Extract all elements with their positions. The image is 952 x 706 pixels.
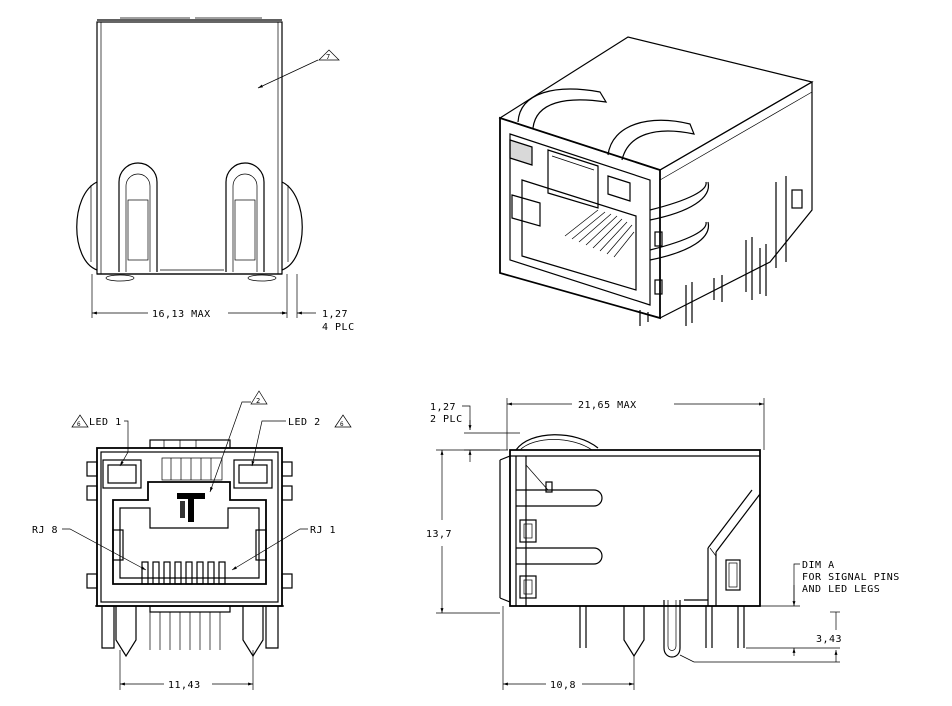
side-height-dim: 13,7: [426, 529, 452, 540]
note2-marker: 2: [256, 397, 261, 405]
top-width-dim: 16,13 MAX: [152, 309, 211, 320]
top-pin-qty: 4 PLC: [322, 322, 355, 333]
side-view: 1,27 2 PLC 21,65 MAX 13,7 DIM A FOR SIGN…: [426, 398, 900, 691]
dim-a-line3: AND LED LEGS: [802, 584, 880, 595]
dim-a-line2: FOR SIGNAL PINS: [802, 572, 900, 583]
side-top-qty: 2 PLC: [430, 414, 463, 425]
front-pin-span-dim: 11,43: [168, 680, 201, 691]
side-pin-len-dim: 3,43: [816, 634, 842, 645]
top-pin-dim: 1,27: [322, 309, 348, 320]
front-view: 6 LED 1 LED 2 6 2 RJ 8 RJ 1 11,43: [32, 390, 352, 691]
led2-label: LED 2: [288, 417, 321, 428]
led2-marker: 6: [340, 421, 344, 428]
side-top-dim: 1,27: [430, 402, 456, 413]
side-length-dim: 21,65 MAX: [578, 400, 637, 411]
led1-label: LED 1: [89, 417, 122, 428]
rj1-label: RJ 1: [310, 525, 336, 536]
rj8-label: RJ 8: [32, 525, 58, 536]
dim-a-line1: DIM A: [802, 560, 835, 571]
front-contacts: [141, 561, 226, 585]
top-view: 7 16,13 MAX 1,27 4 PLC: [76, 17, 355, 333]
led1-marker: 6: [77, 421, 81, 428]
iso-contacts: [564, 209, 635, 258]
brand-logo: [177, 493, 205, 522]
top-note-marker: 7: [326, 53, 331, 61]
isometric-view: [498, 36, 814, 326]
side-pin-offset-dim: 10,8: [550, 680, 576, 691]
